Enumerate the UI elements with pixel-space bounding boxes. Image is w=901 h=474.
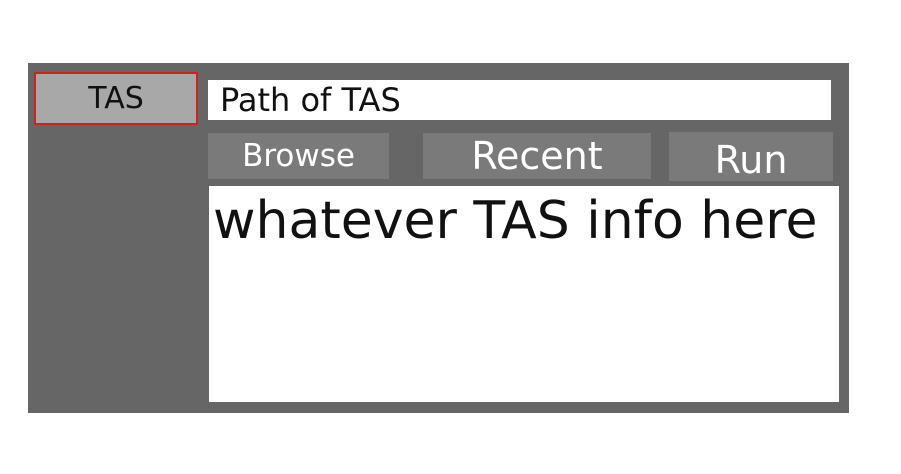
tab-tas[interactable]: TAS — [34, 72, 198, 125]
recent-button[interactable]: Recent — [423, 133, 651, 179]
tas-info-box: whatever TAS info here — [209, 186, 839, 402]
main-panel: TAS Browse Recent Run whatever TAS info … — [28, 63, 849, 413]
browse-button[interactable]: Browse — [208, 133, 389, 179]
tas-path-input[interactable] — [208, 80, 831, 120]
run-button[interactable]: Run — [669, 132, 833, 182]
